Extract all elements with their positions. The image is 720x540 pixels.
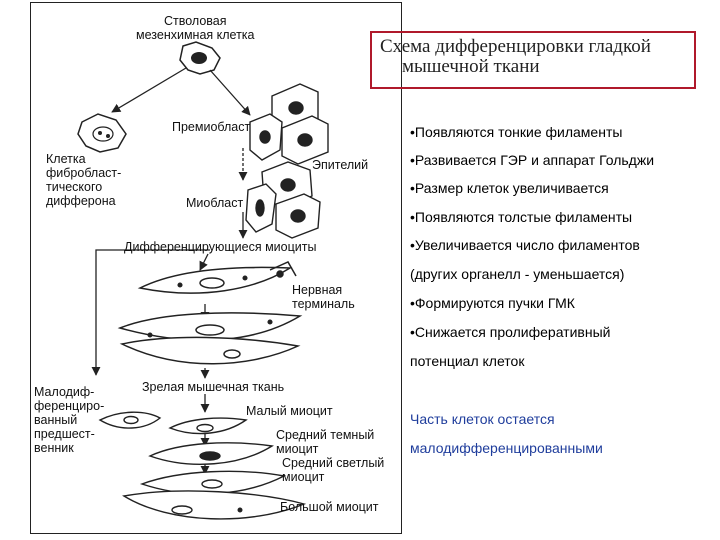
medium-light-label: Средний светлый миоцит bbox=[282, 456, 385, 484]
arrow-to-precursor bbox=[91, 249, 210, 376]
bullet-item: •Увеличивается число филаментов bbox=[410, 237, 640, 253]
bullet-item: •Появляются тонкие филаменты bbox=[410, 124, 623, 140]
bullet-item: •Размер клеток увеличивается bbox=[410, 180, 609, 196]
small-myocyte-drawing bbox=[168, 417, 248, 435]
nerve-terminal-label: Нервная терминаль bbox=[292, 283, 355, 311]
epithelium-lower-drawing bbox=[245, 161, 321, 239]
medium-dark-myocyte-drawing bbox=[148, 442, 274, 465]
epithelium-drawing bbox=[249, 83, 329, 165]
precursor-label: Малодиф- ференциро- ванный предшест- вен… bbox=[34, 385, 105, 455]
precursor-cell-drawing bbox=[98, 411, 162, 429]
fibroblast-label: Клетка фибробласт- тического дифферона bbox=[46, 152, 122, 208]
myoblast-label: Миобласт bbox=[186, 196, 244, 210]
epithelium-label: Эпителий bbox=[312, 158, 369, 172]
differentiating-label: Дифференцирующиеся миоциты bbox=[124, 240, 317, 254]
bullet-item: потенциал клеток bbox=[410, 353, 525, 369]
mature-tissue-label: Зрелая мышечная ткань bbox=[142, 380, 285, 394]
large-myocyte-drawing bbox=[122, 490, 307, 520]
title-line-2: мышечной ткани bbox=[402, 56, 540, 77]
bullet-item: •Появляются толстые филаменты bbox=[410, 209, 633, 225]
note-line-1: Часть клеток остается bbox=[410, 411, 555, 427]
small-myocyte-label: Малый миоцит bbox=[246, 404, 333, 418]
diagram-frame bbox=[30, 2, 402, 534]
maturing-myocytes-drawing bbox=[117, 312, 303, 365]
bullet-item: •Снижается пролиферативный bbox=[410, 324, 611, 340]
fibroblast-drawing bbox=[77, 113, 127, 153]
arrow-to-premyoblast bbox=[209, 69, 251, 116]
stem-cell-drawing bbox=[179, 41, 221, 75]
bullet-item: (других органелл - уменьшается) bbox=[410, 266, 625, 282]
medium-light-myocyte-drawing bbox=[139, 470, 287, 495]
arrow-to-fibroblast bbox=[111, 67, 187, 113]
differentiating-myocytes-drawing bbox=[137, 261, 297, 294]
large-myocyte-label: Большой миоцит bbox=[280, 500, 379, 514]
medium-dark-label: Средний темный миоцит bbox=[276, 428, 375, 456]
note-line-2: малодифференцированными bbox=[410, 440, 603, 456]
stem-cell-label: Стволовая мезенхимная клетка bbox=[136, 14, 255, 42]
title-box: Схема дифференцировки гладкой мышечной т… bbox=[370, 31, 696, 89]
arrow-to-first-myocyte bbox=[199, 253, 209, 271]
title-line-1: Схема дифференцировки гладкой bbox=[380, 36, 651, 57]
bullet-item: •Формируются пучки ГМК bbox=[410, 295, 575, 311]
bullet-item: •Развивается ГЭР и аппарат Гольджи bbox=[410, 152, 655, 168]
slide-title: Схема дифференцировки гладкой мышечной т… bbox=[380, 37, 651, 77]
premyoblast-label: Премиобласт bbox=[172, 120, 251, 134]
